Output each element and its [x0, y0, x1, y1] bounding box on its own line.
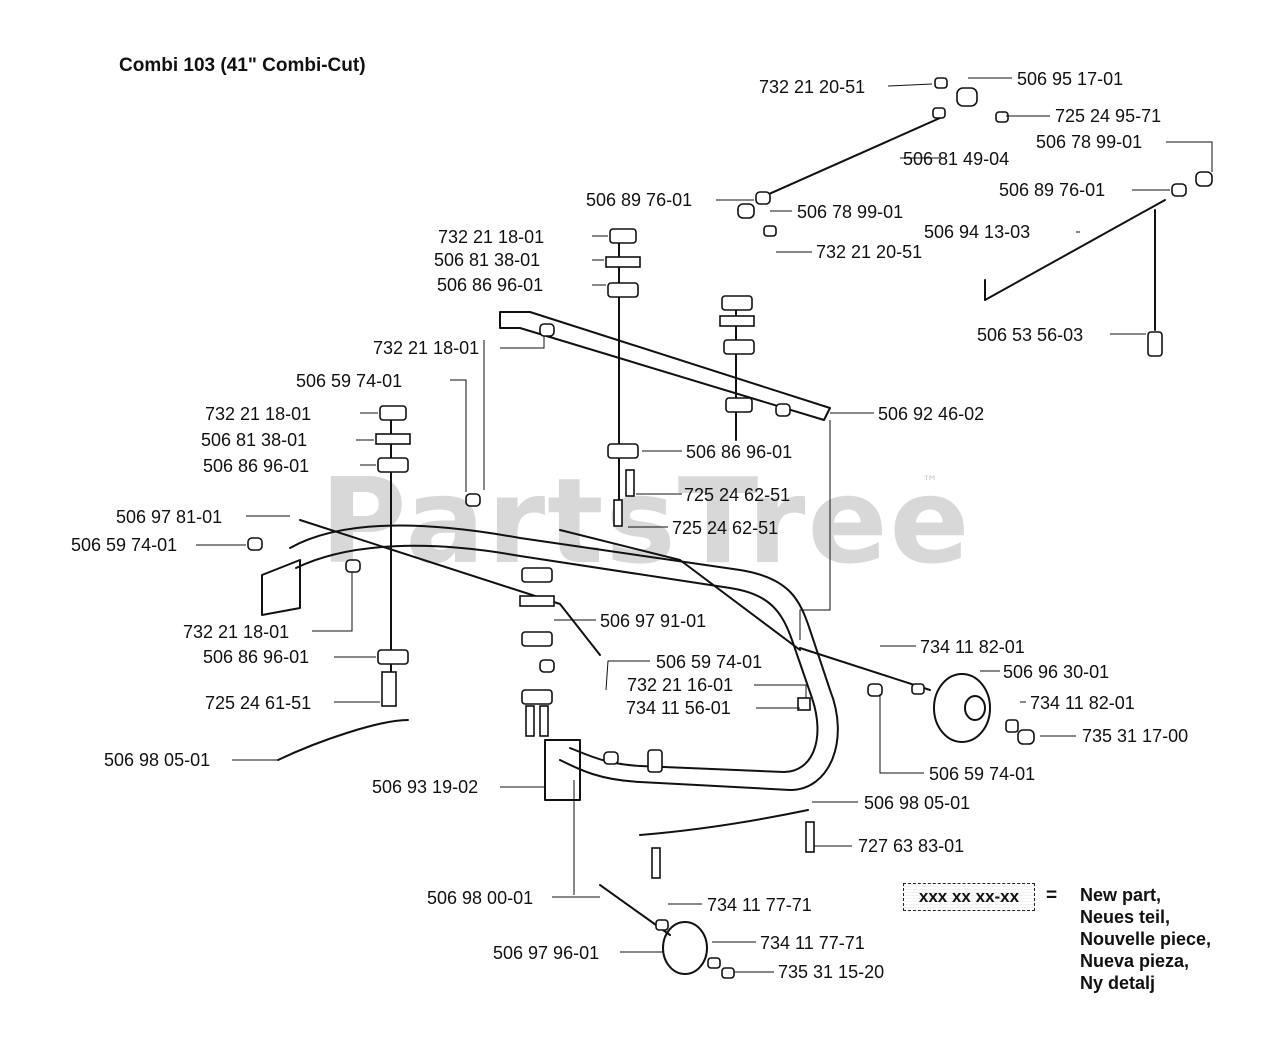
part-label: 506 81 38-01 — [434, 250, 540, 270]
part-label: 734 11 82-01 — [1030, 693, 1135, 713]
part-label: 506 53 56-03 — [977, 325, 1083, 345]
part-label: 732 21 18-01 — [205, 404, 311, 424]
part-label: 734 11 77-71 — [760, 933, 865, 953]
left-bracket — [261, 559, 301, 616]
side-plate — [544, 739, 581, 801]
part-label: 506 98 05-01 — [104, 750, 210, 770]
legend-line: Neues teil, — [1080, 907, 1171, 927]
part-label: 725 24 62-51 — [672, 518, 778, 538]
legend-text: New part, Neues teil, Nouvelle piece, Nu… — [1080, 884, 1211, 994]
part-label: 506 97 81-01 — [116, 507, 222, 527]
legend-equals: = — [1046, 885, 1058, 906]
main-frame-inner — [295, 544, 819, 773]
legend-line: New part, — [1080, 885, 1162, 905]
part-label: 506 89 76-01 — [999, 180, 1105, 200]
part-label: 735 31 17-00 — [1082, 726, 1188, 746]
legend-line: Ny detalj — [1080, 973, 1156, 993]
part-label: 506 92 46-02 — [878, 404, 984, 424]
part-label: 506 86 96-01 — [437, 275, 543, 295]
hardware — [247, 77, 1213, 979]
part-label: 732 21 20-51 — [759, 77, 865, 97]
part-label: 506 98 05-01 — [864, 793, 970, 813]
part-label: 506 96 30-01 — [1003, 662, 1109, 682]
part-labels: 732 21 20-51 506 95 17-01 725 24 95-71 5… — [71, 69, 1188, 982]
part-label: 506 97 96-01 — [493, 943, 599, 963]
lift-rod — [299, 519, 601, 656]
part-label: 732 21 18-01 — [183, 622, 289, 642]
front-wheel — [662, 921, 708, 975]
part-label: 506 98 00-01 — [427, 888, 533, 908]
part-label: 506 93 19-02 — [372, 777, 478, 797]
legend-sample-box: xxx xx xx-xx — [903, 883, 1035, 911]
part-label: 506 86 96-01 — [203, 647, 309, 667]
main-frame — [289, 524, 839, 791]
part-label: 725 24 95-71 — [1055, 106, 1161, 126]
part-label: 506 89 76-01 — [586, 190, 692, 210]
part-label: 734 11 82-01 — [920, 637, 1025, 657]
part-label: 735 31 15-20 — [778, 962, 884, 982]
part-label: 506 86 96-01 — [686, 442, 792, 462]
leader-lines — [196, 77, 1213, 973]
part-label: 506 59 74-01 — [296, 371, 402, 391]
part-label: 732 21 20-51 — [816, 242, 922, 262]
part-label: 725 24 62-51 — [684, 485, 790, 505]
part-label: 506 86 96-01 — [203, 456, 309, 476]
part-label: 734 11 77-71 — [707, 895, 812, 915]
front-strap — [277, 719, 409, 761]
part-label: 732 21 16-01 — [627, 675, 733, 695]
part-label: 506 59 74-01 — [656, 652, 762, 672]
part-label: 506 81 49-04 — [903, 149, 1009, 169]
part-label: 734 11 56-01 — [626, 698, 731, 718]
watermark-text: PartsTree — [320, 452, 972, 590]
legend-line: Nouvelle piece, — [1080, 929, 1212, 949]
part-label: 732 21 18-01 — [373, 338, 479, 358]
part-label: 506 78 99-01 — [1036, 132, 1142, 152]
part-label: 506 59 74-01 — [929, 764, 1035, 784]
legend-line: Nueva pieza, — [1080, 951, 1190, 971]
lift-arm — [499, 311, 831, 421]
part-label: 727 63 83-01 — [858, 836, 964, 856]
part-label: 506 94 13-03 — [924, 222, 1030, 242]
trademark-symbol: ™ — [922, 472, 938, 491]
part-label: 506 97 91-01 — [600, 611, 706, 631]
rear-roller — [933, 673, 991, 743]
part-label: 506 78 99-01 — [797, 202, 903, 222]
diagram-title: Combi 103 (41" Combi-Cut) — [119, 55, 366, 76]
part-label: 725 24 61-51 — [205, 693, 311, 713]
part-label: 732 21 18-01 — [438, 227, 544, 247]
frame-drawing — [261, 117, 1166, 975]
part-label: 506 95 17-01 — [1017, 69, 1123, 89]
part-label: 506 59 74-01 — [71, 535, 177, 555]
part-label: 506 81 38-01 — [201, 430, 307, 450]
